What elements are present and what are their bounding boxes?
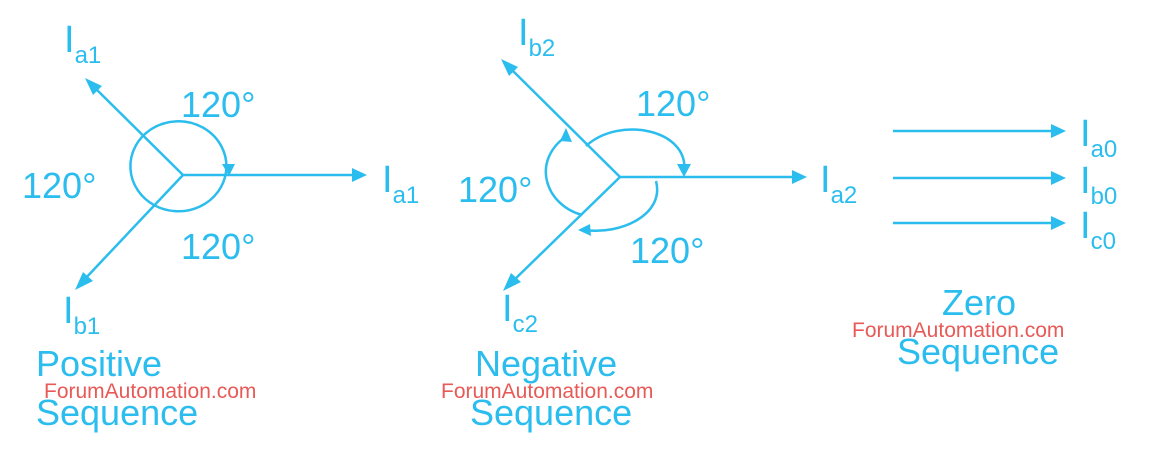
label-ic2: Ic2 bbox=[502, 288, 538, 338]
arrowhead bbox=[1051, 124, 1066, 138]
phasor-ib1 bbox=[82, 174, 184, 282]
angle-arc bbox=[544, 133, 583, 217]
label-ia0: Ia0 bbox=[1080, 113, 1117, 163]
label-ic0: Ic0 bbox=[1080, 205, 1116, 255]
arrowhead bbox=[222, 164, 235, 176]
negative-sequence-phasors bbox=[501, 59, 807, 291]
caption-positive-line2: Sequence bbox=[36, 392, 198, 433]
angle-label-top: 120° bbox=[181, 84, 255, 125]
caption-positive-line1: Positive bbox=[36, 343, 162, 384]
arrowhead bbox=[677, 164, 691, 177]
watermark-text: ForumAutomation.com bbox=[44, 380, 256, 403]
positive-sequence-phasors bbox=[75, 78, 367, 290]
caption-zero-line1: Zero bbox=[942, 282, 1016, 323]
angle-label-left: 120° bbox=[22, 165, 96, 206]
phasor-ib2 bbox=[509, 67, 621, 178]
caption-negative-line1: Negative bbox=[475, 343, 617, 384]
arrowhead bbox=[503, 273, 521, 291]
arrowhead bbox=[75, 272, 93, 290]
arrowhead bbox=[560, 128, 572, 142]
zero-sequence-phasors bbox=[893, 124, 1066, 230]
arrowhead bbox=[792, 170, 807, 184]
angle-label-bottom: 120° bbox=[181, 226, 255, 267]
arrowhead bbox=[501, 59, 518, 76]
arrowhead bbox=[352, 168, 367, 182]
label-ib1: Ib1 bbox=[63, 290, 100, 340]
arrowhead bbox=[85, 78, 102, 95]
label-ib0: Ib0 bbox=[1080, 160, 1117, 210]
label-ia1-right: Ia1 bbox=[382, 159, 419, 209]
angle-label-bottom: 120° bbox=[630, 230, 704, 271]
angle-arc bbox=[584, 180, 659, 233]
caption-negative-line2: Sequence bbox=[470, 392, 632, 433]
label-ia2: Ia2 bbox=[820, 159, 857, 209]
angle-label-top: 120° bbox=[636, 83, 710, 124]
phasor-ic2 bbox=[511, 176, 621, 283]
angle-arc bbox=[129, 128, 228, 213]
angle-arc bbox=[585, 128, 686, 173]
angle-arc bbox=[149, 120, 228, 173]
watermark-text: ForumAutomation.com bbox=[441, 380, 653, 403]
angle-label-left: 120° bbox=[458, 169, 532, 210]
caption-zero-line2: Sequence bbox=[897, 331, 1059, 372]
label-ib2: Ib2 bbox=[518, 12, 555, 62]
arrowhead bbox=[1051, 216, 1066, 230]
arrowhead bbox=[1051, 171, 1066, 185]
arrowhead bbox=[578, 224, 591, 236]
phasor-ia1-up bbox=[92, 85, 184, 176]
watermark-text: ForumAutomation.com bbox=[852, 319, 1064, 342]
label-ia1-top: Ia1 bbox=[64, 19, 101, 69]
